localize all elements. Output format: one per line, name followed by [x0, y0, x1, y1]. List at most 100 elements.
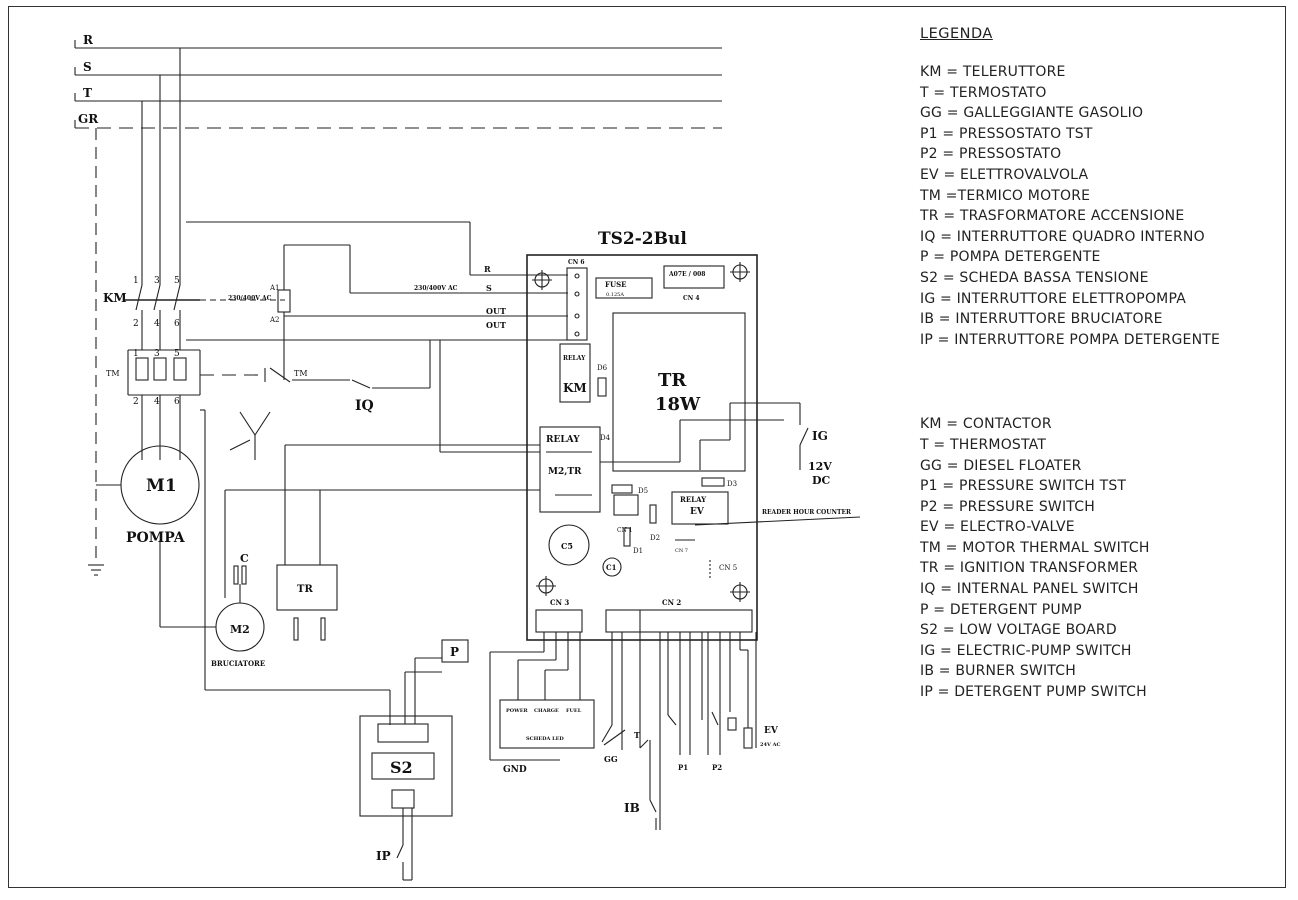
fuse-rating: 0.125A — [606, 292, 624, 298]
km-a2: A2 — [269, 316, 280, 324]
relay-ev-bottom: EV — [690, 507, 705, 517]
ev-label: EV — [764, 726, 779, 736]
led-board-name: SCHEDA LED — [526, 736, 564, 742]
tr-box-label: TR — [297, 584, 313, 595]
km-bottom-6: 6 — [174, 319, 180, 329]
km-drops — [88, 48, 181, 576]
tm-bottom-2: 2 — [133, 397, 139, 407]
legend-item: S2 = LOW VOLTAGE BOARD — [920, 622, 1117, 639]
legend-item: TM = MOTOR THERMAL SWITCH — [920, 539, 1150, 556]
bottom-wiring — [489, 632, 757, 830]
legend-item: T = TERMOSTATO — [920, 84, 1047, 101]
legend-item: IQ = INTERRUTTORE QUADRO INTERNO — [920, 228, 1205, 245]
tm-top-3: 3 — [154, 349, 160, 359]
s2-board — [359, 639, 469, 881]
input-voltage: 230/400V AC — [414, 285, 458, 292]
board-title: TS2-2Bul — [598, 229, 687, 249]
d2-label: D2 — [650, 534, 660, 542]
legend-item: IQ = INTERNAL PANEL SWITCH — [920, 581, 1139, 598]
tm-contact-label: TM — [294, 369, 308, 378]
km-top-3: 3 — [154, 276, 160, 286]
line-s-label: S — [83, 60, 92, 74]
input-out-1: OUT — [486, 306, 506, 316]
gnd-label: GND — [503, 765, 527, 775]
d6-label: D6 — [597, 364, 608, 372]
km-top-1: 1 — [133, 276, 139, 286]
legend-item: IG = INTERRUTTORE ELETTROPOMPA — [920, 290, 1186, 307]
d5-label: D5 — [638, 487, 648, 495]
ib-label: IB — [624, 801, 640, 815]
cn4-code: A07E / 008 — [668, 271, 705, 278]
led-fuel: FUEL — [566, 708, 582, 714]
cn2-label: CN 2 — [662, 598, 681, 607]
hour-counter-label: READER HOUR COUNTER — [762, 509, 852, 516]
cn1-label: CN 1 — [617, 527, 633, 534]
relay-km-top: RELAY — [563, 355, 586, 362]
legend-item: S2 = SCHEDA BASSA TENSIONE — [920, 269, 1149, 286]
tm-bottom-6: 6 — [174, 397, 180, 407]
legend-item: P1 = PRESSOSTATO TST — [920, 125, 1093, 142]
legend-item: KM = TELERUTTORE — [920, 64, 1066, 80]
board-feed-lines — [186, 221, 568, 453]
cn3-label: CN 3 — [550, 598, 569, 607]
legend-item: IP = DETERGENT PUMP SWITCH — [920, 684, 1147, 701]
legend-item: P = POMPA DETERGENTE — [920, 249, 1101, 266]
km-bottom-2: 2 — [133, 319, 139, 329]
cn6-label: CN 6 — [568, 259, 585, 266]
d3-label: D3 — [727, 480, 737, 488]
gg-label: GG — [604, 754, 618, 764]
legend-item: P = DETERGENT PUMP — [920, 601, 1082, 618]
tm-bottom-4: 4 — [154, 397, 160, 407]
legend-italian: KM = TELERUTTORE T = TERMOSTATO GG = GALLE… — [920, 62, 1280, 350]
legend-item: EV = ELECTRO-VALVE — [920, 519, 1075, 536]
p1-label: P1 — [678, 763, 688, 772]
ig-voltage-2: DC — [812, 474, 831, 487]
legend-item: TR = IGNITION TRANSFORMER — [920, 560, 1139, 577]
legend-item: KM = CONTACTOR — [920, 416, 1052, 433]
tm-top-1: 1 — [133, 349, 139, 359]
line-t-label: T — [83, 86, 92, 100]
d1-label: D1 — [633, 547, 643, 555]
input-out-2: OUT — [486, 320, 506, 330]
legend-item: GG = GALLEGGIANTE GASOLIO — [920, 105, 1144, 122]
legend-item: GG = DIESEL FLOATER — [920, 457, 1082, 474]
km-a1: A1 — [269, 284, 280, 292]
cn4-label: CN 4 — [683, 295, 700, 302]
km-label: KM — [103, 291, 127, 305]
supply-lines — [74, 40, 722, 129]
m1-label: M1 — [146, 476, 177, 496]
km-coil-voltage: 230/400V AC — [228, 295, 272, 302]
tm-top-5: 5 — [174, 349, 180, 359]
legend-item: P1 = PRESSURE SWITCH TST — [920, 478, 1127, 495]
motor-m1 — [96, 445, 200, 525]
m2-c-label: C — [240, 552, 249, 565]
ig-voltage-1: 12V — [808, 460, 832, 473]
input-r: R — [484, 264, 491, 274]
m2-name: BRUCIATORE — [211, 659, 265, 668]
km-bottom-4: 4 — [154, 319, 160, 329]
ig-label: IG — [812, 429, 828, 443]
legend-title: LEGENDA — [920, 26, 993, 42]
c5-label: C5 — [561, 541, 573, 551]
m1-name: POMPA — [126, 530, 186, 546]
legend-item: IB = BURNER SWITCH — [920, 663, 1076, 680]
p2-label: P2 — [712, 763, 722, 772]
legend-item: P2 = PRESSURE SWITCH — [920, 498, 1095, 515]
burner-circuit — [159, 409, 540, 725]
ip-label: IP — [376, 849, 391, 863]
relay-m2tr-bottom: M2,TR — [548, 467, 582, 477]
cn5-label: CN 5 — [719, 564, 737, 572]
diagram-labels: R S T GR TS2-2Bul KM 1 3 5 2 4 6 A1 A2 2… — [78, 33, 852, 863]
s2-label: S2 — [390, 758, 413, 777]
tm-label: TM — [106, 369, 120, 378]
line-gr-label: GR — [78, 112, 99, 126]
legend-item: TR = TRASFORMATORE ACCENSIONE — [920, 208, 1185, 225]
ev-voltage: 24V AC — [760, 742, 780, 748]
ts2-board — [526, 254, 861, 641]
led-charge: CHARGE — [534, 708, 559, 714]
p-box-label: P — [450, 645, 459, 659]
relay-ev-top: RELAY — [680, 495, 707, 504]
led-power: POWER — [506, 708, 529, 714]
